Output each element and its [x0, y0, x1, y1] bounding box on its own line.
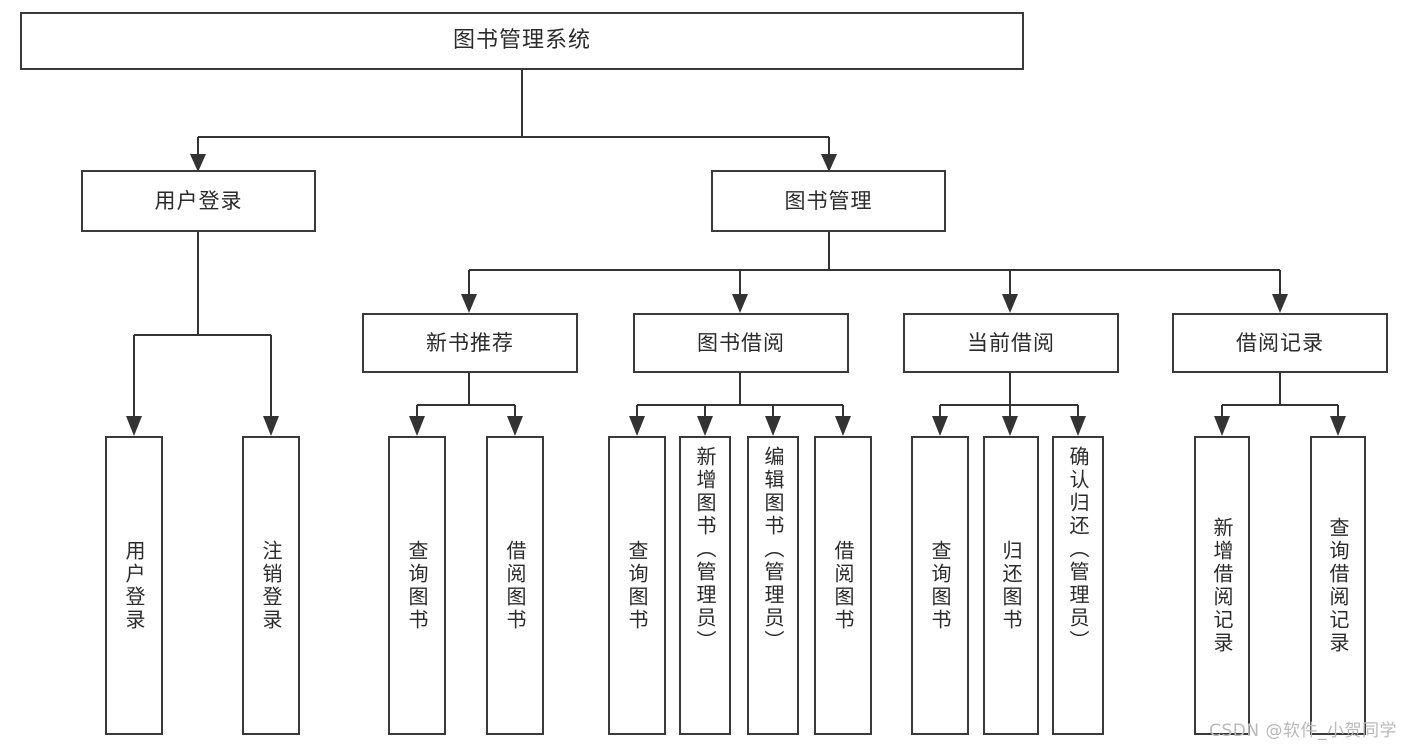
node-label: 借阅图书 — [831, 539, 855, 632]
leaf-record-add-borrow-record[interactable]: 新增借阅记录 — [1194, 436, 1250, 735]
node-label: 查询图书 — [405, 539, 429, 632]
node-new-book-recommendation[interactable]: 新书推荐 — [362, 313, 578, 373]
leaf-new-book-query-book[interactable]: 查询图书 — [388, 436, 446, 735]
node-label: 新书推荐 — [426, 330, 514, 355]
node-borrowing-record[interactable]: 借阅记录 — [1172, 313, 1388, 373]
node-label: 查询图书 — [625, 539, 649, 632]
node-current-borrowing[interactable]: 当前借阅 — [903, 313, 1119, 373]
node-label: 借阅记录 — [1236, 330, 1324, 355]
node-label: 新增借阅记录 — [1210, 516, 1234, 655]
leaf-user-login-logout[interactable]: 注销登录 — [242, 436, 300, 735]
node-label: 新增图书（管理员） — [693, 446, 717, 653]
node-user-login[interactable]: 用户登录 — [81, 170, 316, 232]
node-label: 确认归还（管理员） — [1066, 446, 1090, 653]
leaf-book-borrow-query-book[interactable]: 查询图书 — [608, 436, 666, 735]
node-label: 图书管理 — [784, 188, 873, 213]
node-label: 注销登录 — [259, 539, 283, 632]
leaf-current-borrow-return-book[interactable]: 归还图书 — [983, 436, 1039, 735]
leaf-current-borrow-query-book[interactable]: 查询图书 — [911, 436, 969, 735]
node-label: 查询图书 — [928, 539, 952, 632]
node-book-borrowing[interactable]: 图书借阅 — [633, 313, 849, 373]
node-label: 图书管理系统 — [452, 28, 591, 54]
node-label: 归还图书 — [999, 539, 1023, 632]
node-label: 查询借阅记录 — [1326, 516, 1350, 655]
node-label: 借阅图书 — [503, 539, 527, 632]
node-label: 用户登录 — [122, 539, 146, 632]
node-label: 图书借阅 — [697, 330, 785, 355]
node-root-book-management-system[interactable]: 图书管理系统 — [20, 12, 1024, 70]
leaf-book-borrow-add-book-admin[interactable]: 新增图书（管理员） — [679, 436, 731, 735]
leaf-record-query-borrow-record[interactable]: 查询借阅记录 — [1310, 436, 1366, 735]
watermark: CSDN @软件_小贺同学 — [1209, 721, 1397, 741]
leaf-current-borrow-confirm-return-admin[interactable]: 确认归还（管理员） — [1052, 436, 1104, 735]
node-book-management[interactable]: 图书管理 — [711, 170, 946, 232]
leaf-user-login-login[interactable]: 用户登录 — [105, 436, 163, 735]
node-label: 用户登录 — [154, 188, 243, 213]
leaf-book-borrow-edit-book-admin[interactable]: 编辑图书（管理员） — [747, 436, 799, 735]
leaf-book-borrow-borrow-book[interactable]: 借阅图书 — [814, 436, 872, 735]
leaf-new-book-borrow-book[interactable]: 借阅图书 — [486, 436, 544, 735]
node-label: 当前借阅 — [967, 330, 1055, 355]
node-label: 编辑图书（管理员） — [761, 446, 785, 653]
